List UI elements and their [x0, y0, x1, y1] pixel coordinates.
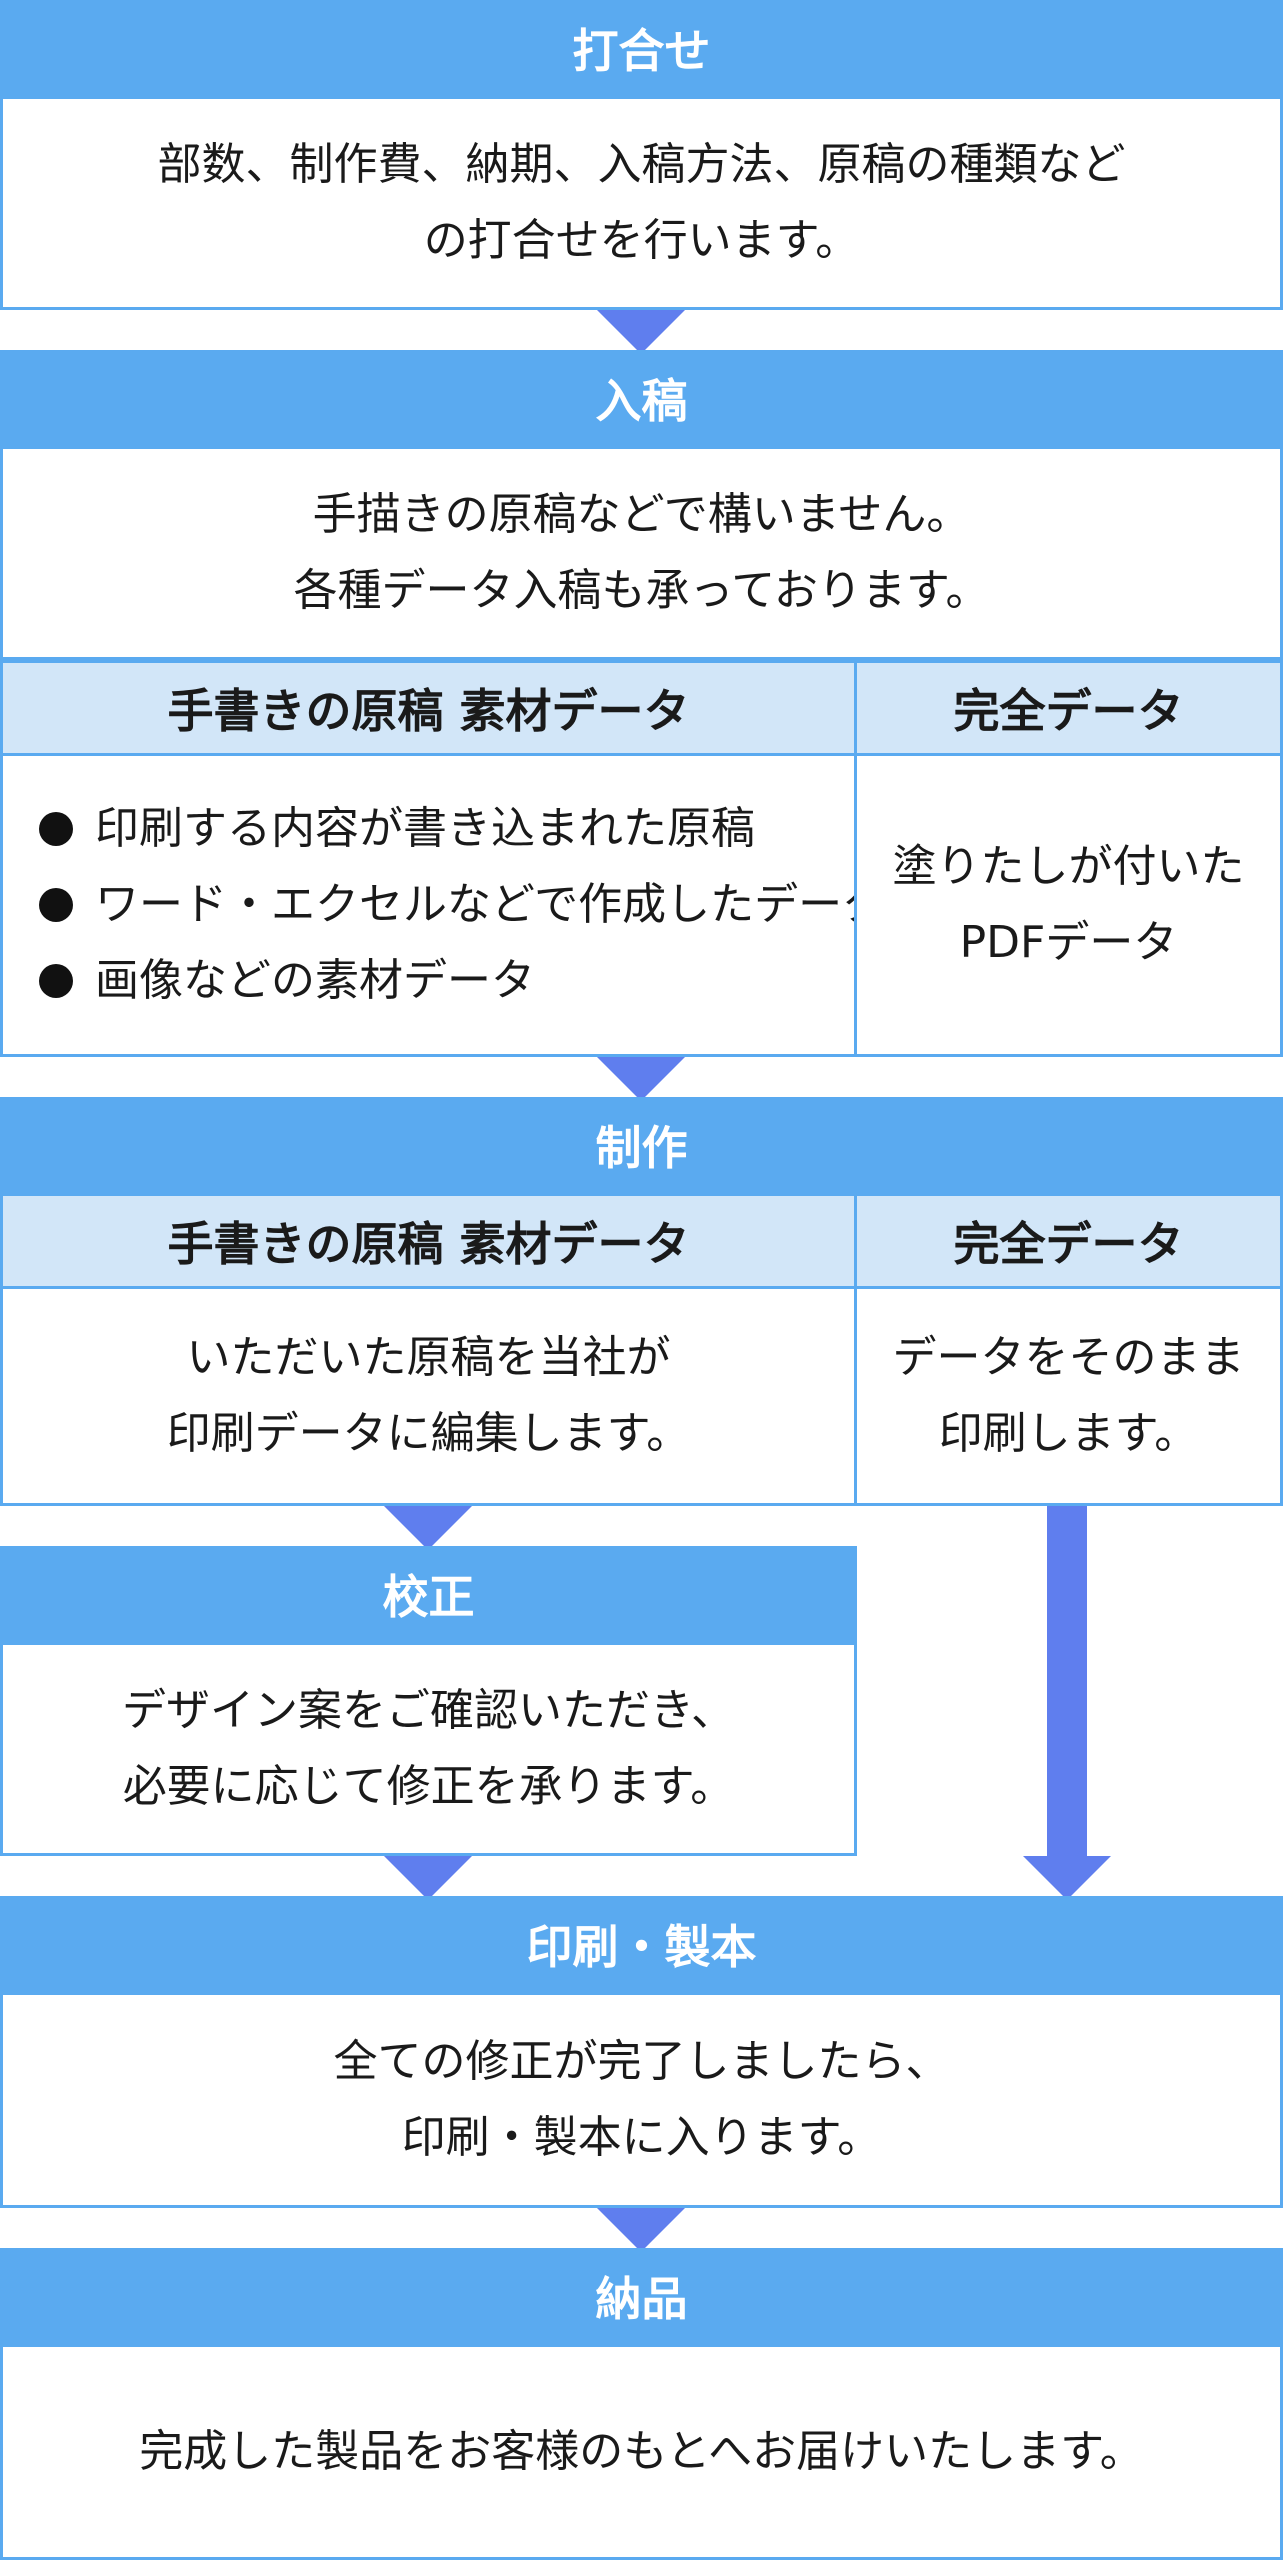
production-right-body: データをそのまま 印刷します。 [854, 1286, 1283, 1506]
step-meeting-line-2: の打合せを行います。 [423, 215, 860, 266]
step-submission-title: 入稿 [595, 374, 688, 428]
step-submission-line-2: 各種データ入稿も承っております。 [293, 565, 990, 616]
step-production-header: 制作 [0, 1097, 1283, 1193]
submission-item-3: 画像などの素材データ [95, 955, 535, 1006]
arrow-down-icon [597, 1057, 685, 1101]
list-item: 印刷する内容が書き込まれた原稿 [39, 791, 755, 867]
production-right-line-1: データをそのまま [892, 1332, 1245, 1383]
step-printing-line-1: 全ての修正が完了しましたら、 [333, 2036, 950, 2087]
step-proofing-title: 校正 [382, 1570, 475, 1624]
step-delivery-line-1: 完成した製品をお客様のもとへお届けいたします。 [139, 2426, 1144, 2477]
arrow-down-icon [597, 310, 685, 354]
arrow-down-icon [384, 1856, 472, 1900]
step-printing-body: 全ての修正が完了しましたら、 印刷・製本に入ります。 [0, 1992, 1283, 2208]
step-proofing-body: デザイン案をご確認いただき、 必要に応じて修正を承ります。 [0, 1642, 857, 1856]
submission-right-body: 塗りたしが付いた PDFデータ [854, 753, 1283, 1057]
submission-right-line-2: PDFデータ [959, 917, 1178, 968]
step-submission-line-1: 手描きの原稿などで構いません。 [312, 489, 971, 540]
submission-right-line-1: 塗りたしが付いた [892, 841, 1245, 892]
step-delivery-body: 完成した製品をお客様のもとへお届けいたします。 [0, 2344, 1283, 2560]
list-item: ワード・エクセルなどで作成したデータ [39, 867, 886, 943]
step-printing-header: 印刷・製本 [0, 1896, 1283, 1992]
submission-right-title: 完全データ [953, 684, 1184, 738]
step-delivery-header: 納品 [0, 2248, 1283, 2344]
arrow-down-icon [384, 1506, 472, 1550]
long-arrow-head-icon [1023, 1856, 1111, 1900]
production-right-title: 完全データ [953, 1217, 1184, 1271]
step-proofing-line-2: 必要に応じて修正を承ります。 [122, 1761, 735, 1812]
step-printing-line-2: 印刷・製本に入ります。 [401, 2112, 882, 2163]
step-submission-body: 手描きの原稿などで構いません。 各種データ入稿も承っております。 [0, 446, 1283, 660]
long-arrow-shaft [1047, 1506, 1087, 1858]
submission-right-subheader: 完全データ [854, 660, 1283, 756]
step-printing-title: 印刷・製本 [526, 1920, 757, 1974]
step-delivery-title: 納品 [595, 2272, 688, 2326]
submission-item-1: 印刷する内容が書き込まれた原稿 [95, 803, 755, 854]
production-left-subheader: 手書きの原稿 素材データ [0, 1193, 857, 1289]
step-meeting-title: 打合せ [572, 24, 711, 78]
step-meeting-header: 打合せ [0, 0, 1283, 96]
step-proofing-header: 校正 [0, 1546, 857, 1642]
bullet-icon [39, 888, 73, 922]
submission-left-subheader: 手書きの原稿 素材データ [0, 660, 857, 756]
submission-left-title: 手書きの原稿 素材データ [167, 684, 690, 738]
step-production-title: 制作 [595, 1121, 688, 1175]
list-item: 画像などの素材データ [39, 943, 535, 1019]
arrow-down-icon [597, 2208, 685, 2252]
production-left-title: 手書きの原稿 素材データ [167, 1217, 690, 1271]
submission-item-2: ワード・エクセルなどで作成したデータ [95, 879, 887, 930]
step-meeting-body: 部数、制作費、納期、入稿方法、原稿の種類など の打合せを行います。 [0, 96, 1283, 310]
step-submission-header: 入稿 [0, 350, 1283, 446]
production-right-subheader: 完全データ [854, 1193, 1283, 1289]
production-right-line-2: 印刷します。 [938, 1408, 1199, 1459]
production-left-line-1: いただいた原稿を当社が [186, 1332, 671, 1383]
submission-left-body: 印刷する内容が書き込まれた原稿 ワード・エクセルなどで作成したデータ 画像などの… [0, 753, 886, 1057]
bullet-icon [39, 964, 73, 998]
production-left-body: いただいた原稿を当社が 印刷データに編集します。 [0, 1286, 857, 1506]
bullet-icon [39, 812, 73, 846]
step-meeting-line-1: 部数、制作費、納期、入稿方法、原稿の種類など [157, 139, 1126, 190]
step-proofing-line-1: デザイン案をご確認いただき、 [122, 1685, 735, 1736]
production-left-line-2: 印刷データに編集します。 [166, 1408, 691, 1459]
